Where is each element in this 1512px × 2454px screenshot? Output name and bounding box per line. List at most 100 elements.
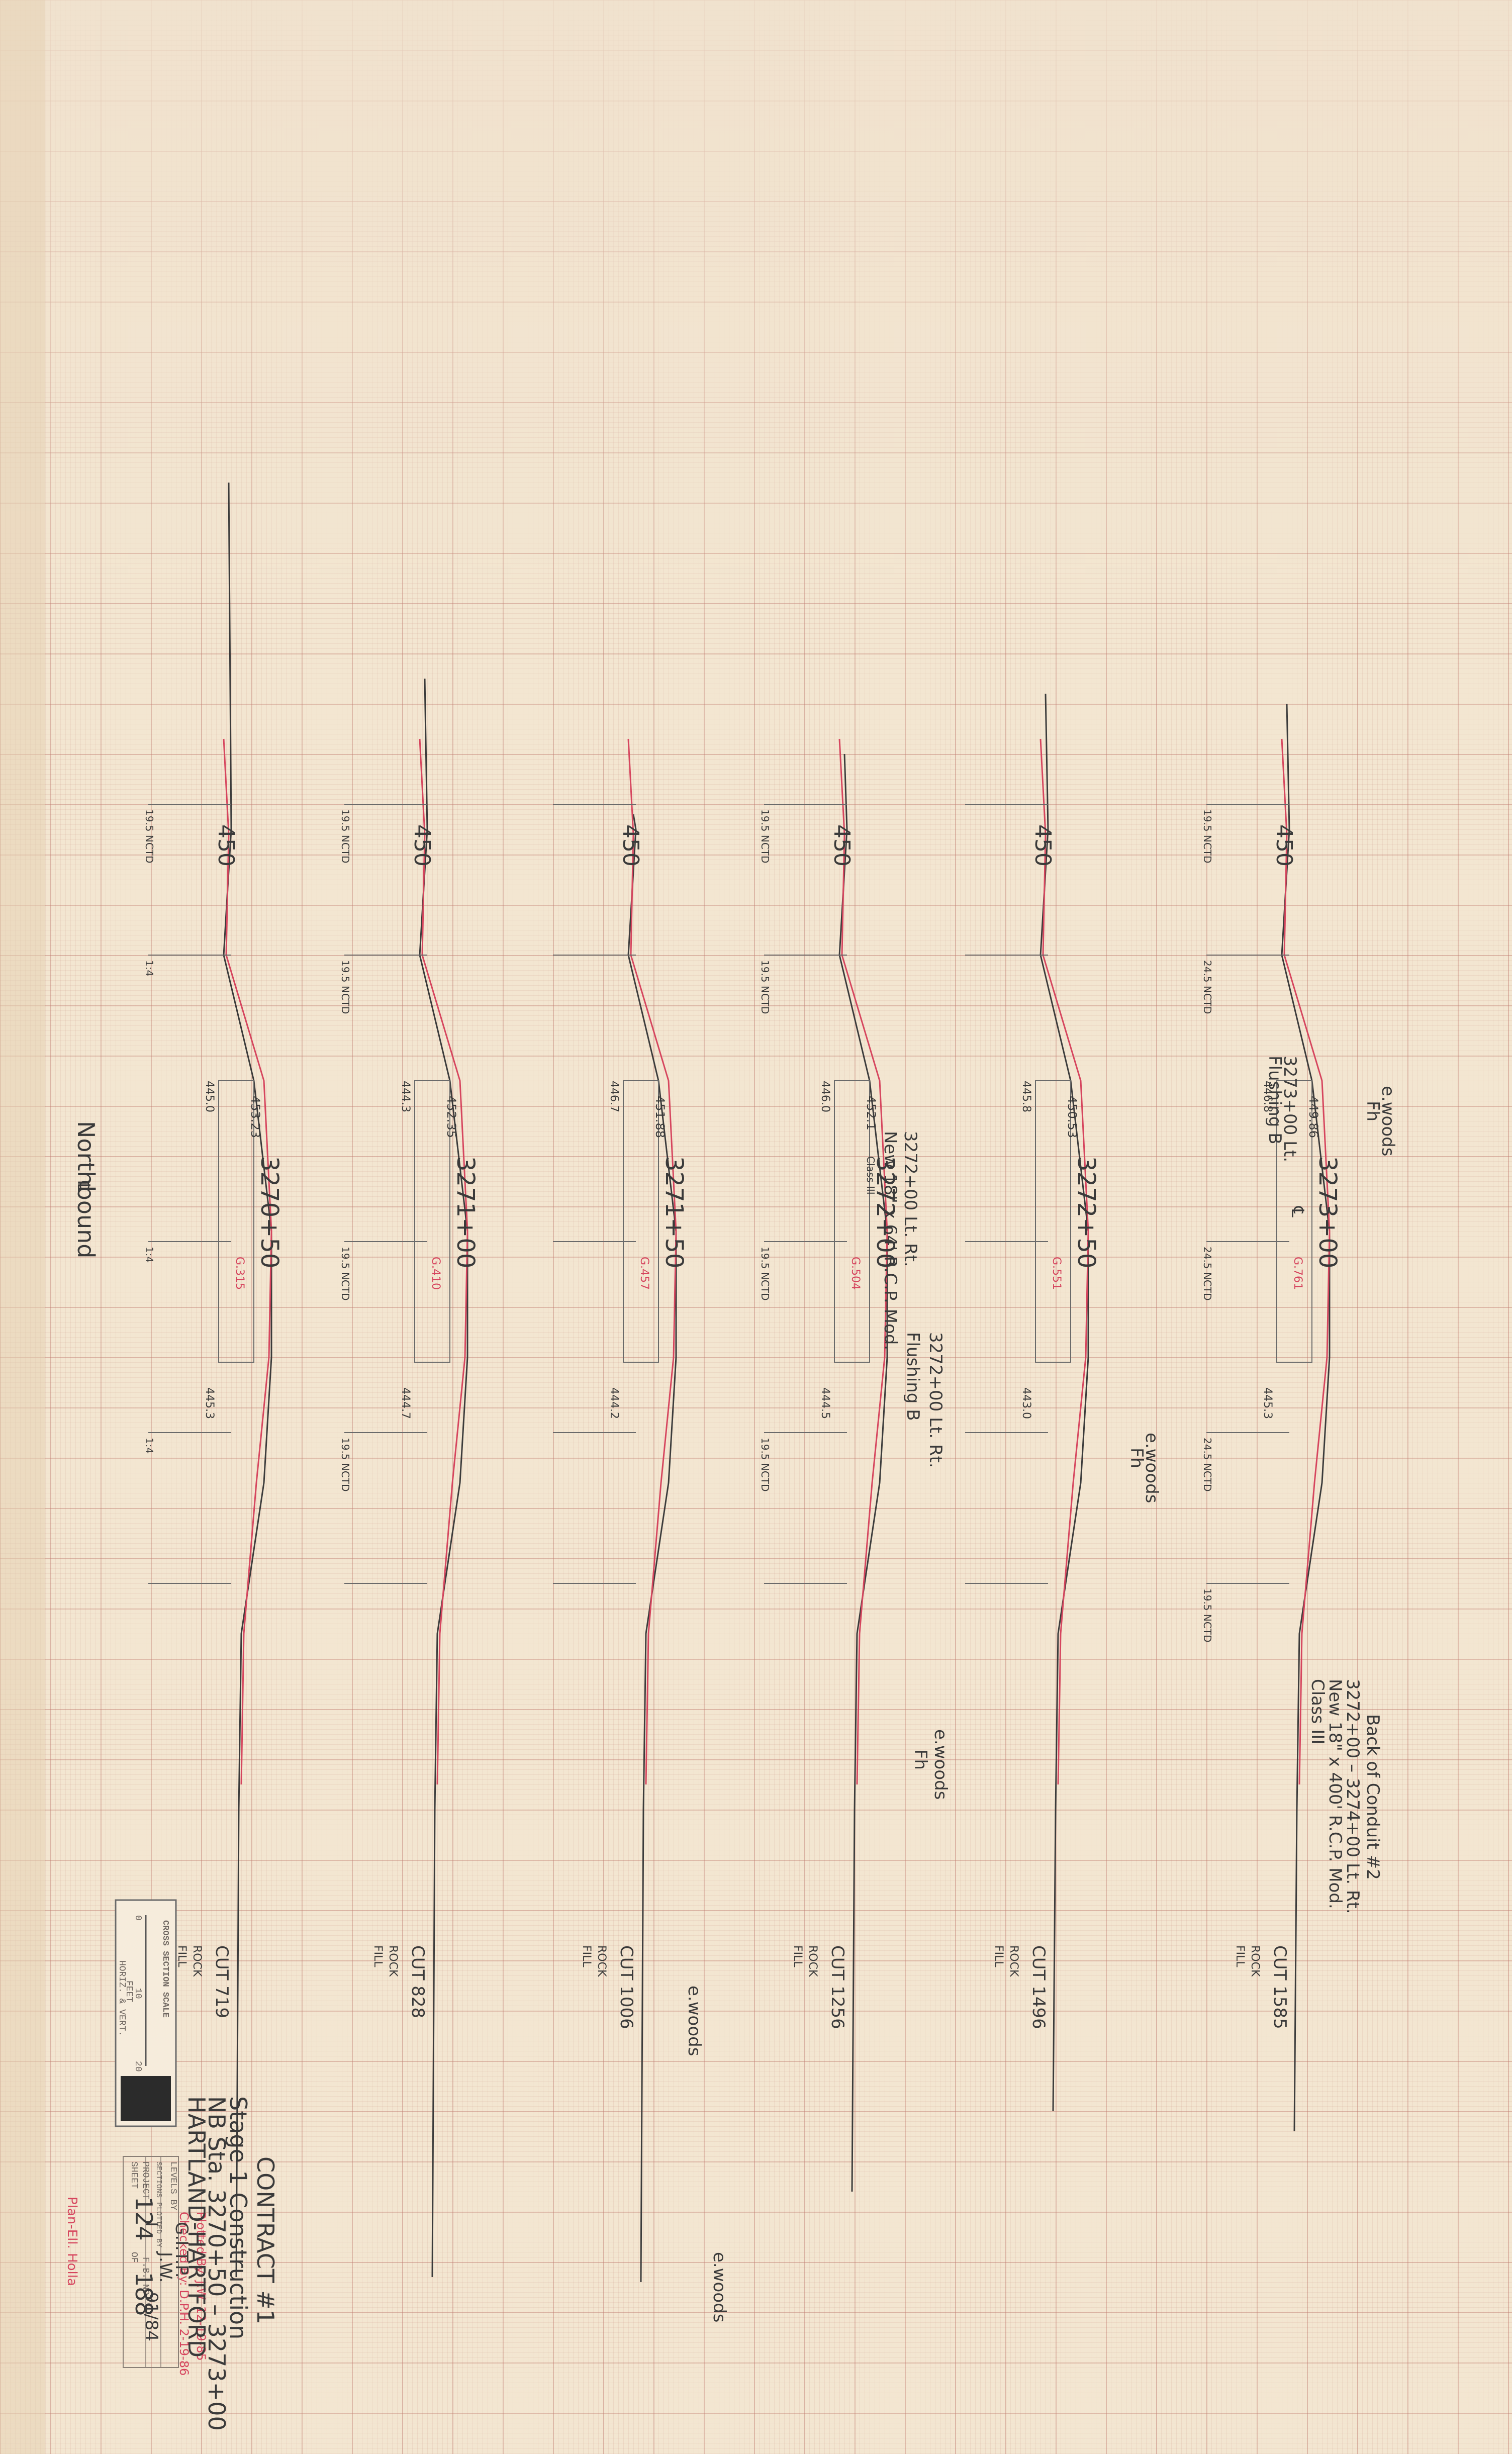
left-shoulder-elevation: 446.7	[608, 1081, 620, 1112]
sheet-total-value: 188	[130, 2272, 157, 2316]
offset-label: 19.5 NCTD	[759, 809, 771, 863]
right-shoulder-elevation: 444.7	[399, 1387, 412, 1419]
centerline-symbol-northbound: ℄	[73, 1181, 93, 1192]
scale-box-shading	[121, 2076, 171, 2121]
proposed-grade-line	[1040, 738, 1089, 1785]
margin-note-2: Plotted By: J.W. 12-19-85	[194, 2212, 208, 2361]
proposed-grade-line	[627, 738, 677, 1785]
contract-label: CONTRACT #1	[252, 2156, 279, 2324]
offset-label: 19.5 NCTD	[339, 1438, 351, 1491]
section-note: e.woods	[1378, 1086, 1398, 1156]
offset-label: 19.5 NCTD	[143, 809, 155, 863]
section-note: Fh	[1126, 1448, 1147, 1468]
grade-elevation: 451.88	[653, 1096, 667, 1138]
grade-note: G.457	[638, 1257, 650, 1290]
scale-box: CROSS SECTION SCALE 0 10 20 FEET HORIZ. …	[115, 1899, 177, 2127]
quantity-cut: CUT 1496	[1028, 1945, 1049, 2029]
section-note: Class III	[1307, 1679, 1328, 1744]
section-note: e.woods	[1142, 1433, 1162, 1503]
grade-elevation: 452.1	[864, 1096, 878, 1130]
section-note: e.woods	[930, 1729, 951, 1800]
left-shoulder-elevation: 446.8	[1261, 1081, 1274, 1112]
grade-note: G.410	[429, 1257, 442, 1290]
ground-line	[419, 678, 468, 2278]
quantity-cut: CUT 1585	[1270, 1945, 1290, 2029]
offset-label: 19.5 NCTD	[759, 1247, 771, 1300]
scale-note: HORIZ. & VERT.	[117, 1960, 127, 2036]
quantity-rock: ROCK	[191, 1945, 203, 1977]
section-note: e.woods	[684, 1986, 704, 2056]
levels-by-label: LEVELS BY	[168, 2161, 178, 2210]
project-name-label: HARTLAND-HARTFORD	[183, 2096, 210, 2357]
left-shoulder-elevation: 446.0	[819, 1081, 831, 1112]
left-shoulder-elevation: 445.8	[1020, 1081, 1032, 1112]
section-note: Fh	[910, 1749, 930, 1770]
quantity-rock: ROCK	[595, 1945, 608, 1977]
station-label: 3270+50	[255, 1156, 284, 1268]
levels-by-value: G.I.T.P.	[171, 2222, 192, 2278]
grade-elevation: 449.86	[1306, 1096, 1320, 1138]
offset-label: 19.5 NCTD	[759, 960, 771, 1014]
margin-note-3: Checked By: D.P.H. 2-19-86	[177, 2212, 191, 2376]
right-shoulder-elevation: 444.2	[608, 1387, 620, 1419]
quantity-cut: CUT 1006	[616, 1945, 636, 2029]
quantity-fill: FILL	[371, 1945, 384, 1967]
scale-tick-20: 20	[133, 2061, 143, 2072]
pavement-box	[623, 1080, 659, 1363]
offset-label: 24.5 NCTD	[1201, 1247, 1213, 1300]
section-note: Flushing B	[903, 1332, 923, 1421]
section-note: New 18" x 400' R.C.P. Mod.	[1325, 1679, 1345, 1909]
project-label: PROJECT	[140, 2161, 150, 2200]
elevation-label: 450	[213, 824, 239, 867]
pavement-box	[1276, 1080, 1312, 1363]
scale-title: CROSS SECTION SCALE	[160, 1920, 170, 2018]
section-note: 3272+00 – 3274+00 Lt. Rt.	[1343, 1679, 1363, 1914]
title-block-frame	[123, 2156, 179, 2368]
right-shoulder-elevation: 444.5	[819, 1387, 831, 1419]
quantity-fill: FILL	[992, 1945, 1005, 1967]
offset-label: 19.5 NCTD	[1201, 809, 1213, 863]
left-shoulder-elevation: 444.3	[399, 1081, 412, 1112]
pavement-box	[834, 1080, 870, 1363]
pavement-box	[414, 1080, 450, 1363]
sections-plotted-label: SECTIONS PLOTTED BY	[154, 2161, 163, 2247]
sheet-label: SHEET	[129, 2161, 139, 2189]
scale-unit: FEET	[124, 1980, 134, 2002]
stations-label: NB Sta. 3270+50 – 3273+00	[203, 2096, 230, 2431]
grade-elevation: 453.23	[248, 1096, 262, 1138]
scale-tick-0: 0	[133, 1915, 143, 1921]
sections-plotted-value: J.W.	[155, 2251, 175, 2283]
elevation-label: 450	[618, 824, 643, 867]
sheet-of-label: OF	[129, 2252, 139, 2263]
offset-label: 19.5 NCTD	[339, 1247, 351, 1300]
elevation-label: 450	[1271, 824, 1297, 867]
bottom-woods-note: e.woods	[709, 2252, 729, 2322]
northbound-label: Northbound	[72, 1121, 100, 1259]
quantity-fill: FILL	[1234, 1945, 1246, 1967]
quantity-rock: ROCK	[806, 1945, 819, 1977]
proposed-grade-line	[1281, 738, 1331, 1785]
offset-label: 24.5 NCTD	[1201, 1438, 1213, 1491]
pavement-box	[1035, 1080, 1071, 1363]
pavement-box	[218, 1080, 254, 1363]
right-shoulder-elevation: 443.0	[1020, 1387, 1032, 1419]
section-note: Fh	[1363, 1101, 1383, 1121]
elevation-label: 450	[1030, 824, 1056, 867]
stage-label: Stage 1 Construction	[225, 2096, 252, 2339]
grade-note: G.551	[1050, 1257, 1063, 1290]
offset-label: 24.5 NCTD	[1201, 960, 1213, 1014]
section-note: 3272+00 Lt. Rt.	[925, 1332, 946, 1468]
field-book-label: F.B. NO.	[140, 2257, 150, 2300]
offset-label: 19.5 NCTD	[1201, 1588, 1213, 1642]
grade-note: G.761	[1291, 1257, 1304, 1290]
quantity-cut: CUT 1256	[827, 1945, 847, 2029]
offset-label: 19.5 NCTD	[339, 809, 351, 863]
